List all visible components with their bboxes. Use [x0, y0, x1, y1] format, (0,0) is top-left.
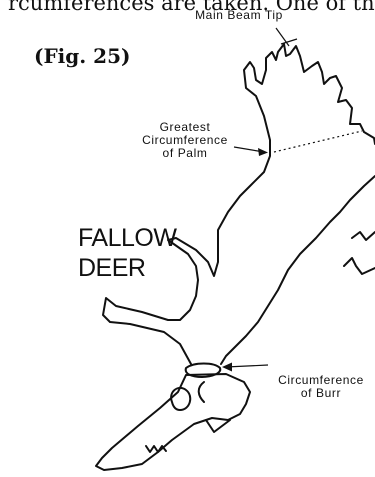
arrowhead-greatest-circumference: [258, 148, 268, 156]
palm-edge-3: [352, 232, 375, 240]
antler-outline: [103, 44, 375, 364]
tip-measure-mark: [281, 39, 297, 44]
leader-burr: [226, 365, 268, 367]
palm-edge-2: [344, 258, 375, 274]
arrowhead-burr: [222, 363, 232, 372]
skull-contour: [199, 382, 204, 402]
skull-jaw-line: [206, 420, 230, 432]
palm-inner-edge: [221, 176, 375, 364]
skull-eye-socket: [171, 388, 190, 410]
palm-measure-dotted: [274, 131, 362, 152]
